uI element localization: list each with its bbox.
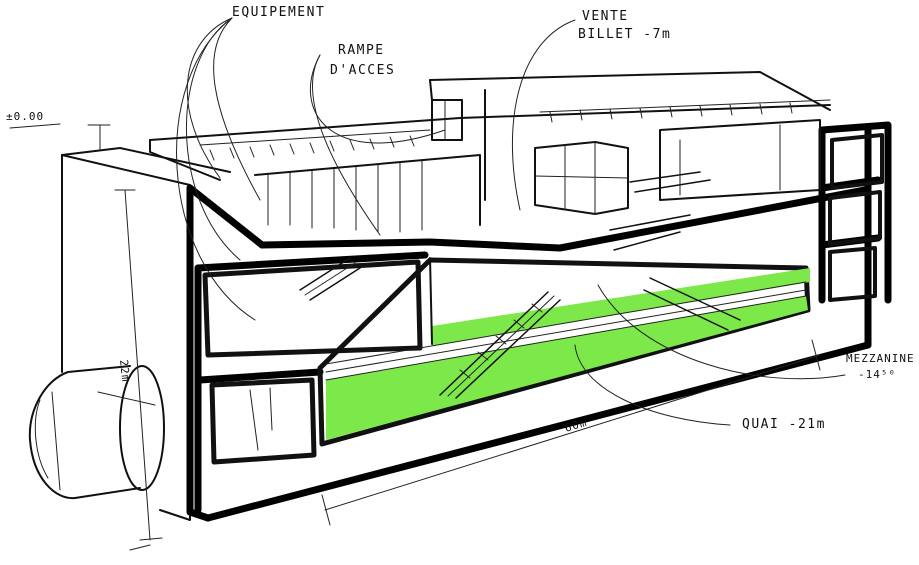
dimension-60m — [321, 339, 821, 526]
stair-right — [609, 214, 741, 331]
stair-center — [439, 291, 561, 399]
dimension-22m — [114, 189, 163, 541]
label-height: 22m — [117, 359, 132, 383]
stair-mezzanine — [629, 171, 711, 193]
label-quai: QUAI -21m — [742, 417, 826, 432]
label-mezzanine-line2: -14⁵⁰ — [858, 368, 896, 381]
label-vente-line1: VENTE — [582, 9, 629, 24]
leader-lines — [97, 17, 846, 551]
stair-left-room — [299, 257, 361, 301]
label-rampe-line1: RAMPE — [338, 43, 385, 58]
platform-hall — [317, 257, 811, 447]
platform-green-far — [432, 268, 810, 346]
station-box-outline — [186, 121, 892, 522]
dimension-level-zero — [9, 123, 61, 129]
escalators — [299, 171, 741, 399]
label-mezzanine-line1: MEZZANINE — [846, 352, 915, 365]
label-equipement: EQUIPEMENT — [232, 5, 325, 20]
label-length: 60m — [563, 416, 589, 435]
label-rampe-line2: D'ACCES — [330, 63, 395, 78]
left-rooms — [202, 259, 423, 465]
platform-green-near — [326, 296, 808, 440]
label-level-zero: ±0.00 — [6, 110, 44, 123]
right-shafts — [828, 133, 884, 302]
tunnel-tube — [28, 365, 165, 500]
label-vente-line2: BILLET -7m — [578, 27, 671, 42]
upper-level — [149, 71, 831, 233]
